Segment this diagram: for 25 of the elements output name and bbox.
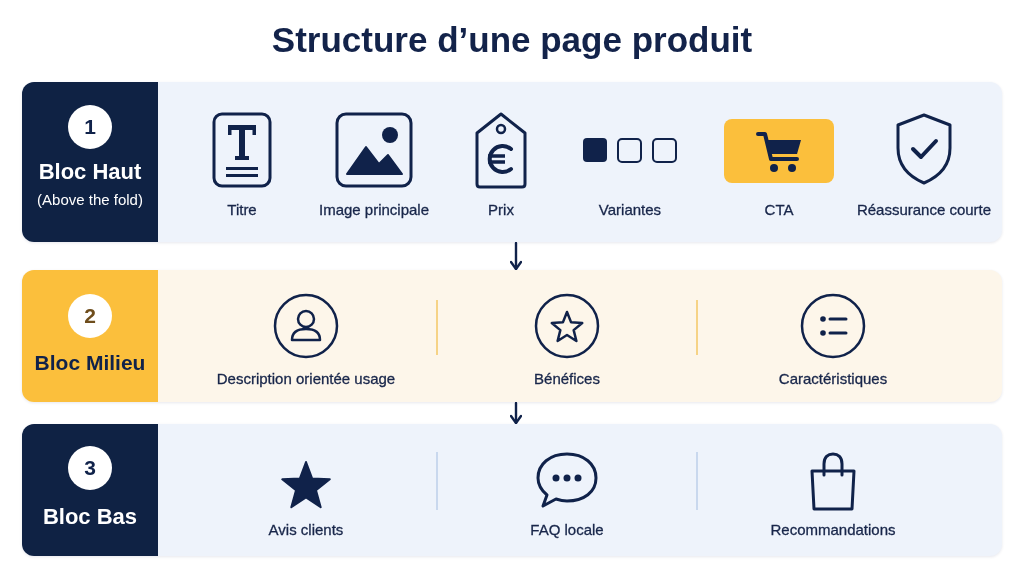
item-label: Avis clients xyxy=(268,521,344,539)
item-label: Description orientée usage xyxy=(216,370,396,388)
item-label: Recommandations xyxy=(770,521,896,539)
section-subtitle: (Above the fold) xyxy=(37,191,143,209)
section-band xyxy=(22,82,1002,242)
item-label: Réassurance courte xyxy=(856,201,992,219)
item-label: Caractéristiques xyxy=(778,370,888,388)
page-title: Structure d’une page produit xyxy=(271,19,753,61)
section-band xyxy=(22,270,1002,402)
item-label: CTA xyxy=(764,201,794,219)
section-title: Bloc Haut xyxy=(38,158,142,186)
item-label: Titre xyxy=(227,201,257,219)
section-band xyxy=(22,424,1002,556)
arrow xyxy=(509,401,523,425)
item-label: Variantes xyxy=(598,201,662,219)
step-number: 2 xyxy=(68,294,112,338)
step-number: 1 xyxy=(68,105,112,149)
item-label: Bénéfices xyxy=(534,370,600,388)
arrow xyxy=(509,241,523,271)
step-number: 3 xyxy=(68,446,112,490)
item-label: Prix xyxy=(488,201,514,219)
item-label: FAQ locale xyxy=(530,521,604,539)
section-title: Bloc Bas xyxy=(42,503,138,531)
section-title: Bloc Milieu xyxy=(34,350,146,376)
item-label: Image principale xyxy=(318,201,430,219)
